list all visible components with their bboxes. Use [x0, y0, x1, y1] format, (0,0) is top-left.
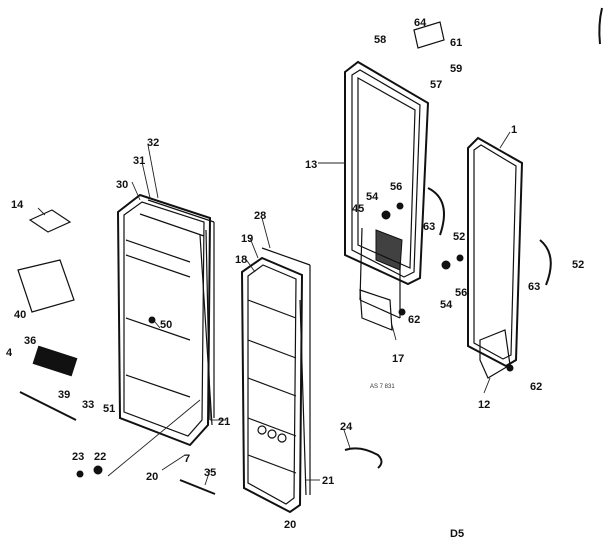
callout-51: 51 — [103, 403, 115, 415]
hinge-35 — [179, 479, 216, 495]
callout-12: 12 — [478, 399, 490, 411]
screw-56 — [396, 202, 404, 210]
callout-56a: 56 — [390, 181, 402, 193]
callout-58: 58 — [374, 34, 386, 46]
wire-24 — [344, 447, 383, 469]
screw-62a — [398, 308, 406, 316]
callout-30: 30 — [116, 179, 128, 191]
callout-21b: 21 — [322, 475, 334, 487]
trim-39 — [19, 391, 77, 421]
callout-62a: 62 — [408, 314, 420, 326]
grille-36 — [32, 345, 78, 377]
callout-21a: 21 — [218, 416, 230, 428]
bracket-64 — [413, 21, 445, 49]
callout-14: 14 — [11, 199, 24, 211]
callout-13: 13 — [305, 159, 317, 171]
callout-61: 61 — [450, 37, 462, 49]
callout-23: 23 — [72, 451, 84, 463]
callout-20a: 20 — [146, 471, 158, 483]
callout-59: 59 — [450, 63, 462, 75]
handle-52b — [539, 239, 552, 286]
screw-62b — [506, 364, 514, 372]
callout-62b: 62 — [530, 381, 542, 393]
gasket-21 — [205, 229, 307, 496]
page-code: D5 — [450, 528, 464, 540]
cover-14 — [28, 209, 72, 233]
hinge-22 — [93, 465, 103, 475]
callout-39: 39 — [58, 389, 70, 401]
callout-31: 31 — [133, 155, 145, 167]
screw-54 — [381, 210, 391, 220]
door-panel-13 — [344, 60, 430, 286]
callout-labels: 13 1 64 61 58 59 57 56 54 45 63 52 52 63… — [6, 17, 584, 540]
callout-57: 57 — [430, 79, 442, 91]
door-panel-1 — [467, 136, 524, 368]
callout-20b: 20 — [284, 519, 296, 531]
pin-23 — [76, 470, 84, 478]
callout-35: 35 — [204, 467, 216, 479]
callout-63b: 63 — [528, 281, 540, 293]
callout-1: 1 — [511, 124, 517, 136]
door-liner-18 — [240, 247, 311, 514]
callout-22: 22 — [94, 451, 106, 463]
callout-18: 18 — [235, 254, 247, 266]
callout-17: 17 — [392, 353, 404, 365]
margin-mark — [598, 7, 603, 45]
callout-36: 36 — [24, 335, 36, 347]
callout-7: 7 — [184, 453, 190, 465]
door-liner-30 — [116, 193, 215, 447]
callout-32: 32 — [147, 137, 159, 149]
bracket-12 — [479, 329, 511, 379]
handle-52a — [427, 187, 445, 236]
bracket-17 — [359, 289, 393, 331]
callout-63a: 63 — [423, 221, 435, 233]
callout-40: 40 — [14, 309, 26, 321]
screw-50 — [148, 316, 156, 324]
screw-56b — [456, 254, 464, 262]
callout-45: 45 — [352, 203, 364, 215]
callout-52a: 52 — [453, 231, 465, 243]
callout-54a: 54 — [366, 191, 379, 203]
callout-19: 19 — [241, 233, 253, 245]
callout-54b: 54 — [440, 299, 453, 311]
dispenser-assembly — [359, 227, 403, 319]
callout-24: 24 — [340, 421, 353, 433]
callout-64: 64 — [414, 17, 427, 29]
callout-50: 50 — [160, 319, 172, 331]
callout-52b: 52 — [572, 259, 584, 271]
panel-40 — [17, 259, 75, 313]
callout-33: 33 — [82, 399, 94, 411]
drawing-number: AS 7 831 — [370, 384, 395, 390]
leader-lines — [37, 131, 511, 486]
callout-4: 4 — [6, 347, 13, 359]
screw-54b — [441, 260, 451, 270]
callout-28: 28 — [254, 210, 266, 222]
callout-56b: 56 — [455, 287, 467, 299]
